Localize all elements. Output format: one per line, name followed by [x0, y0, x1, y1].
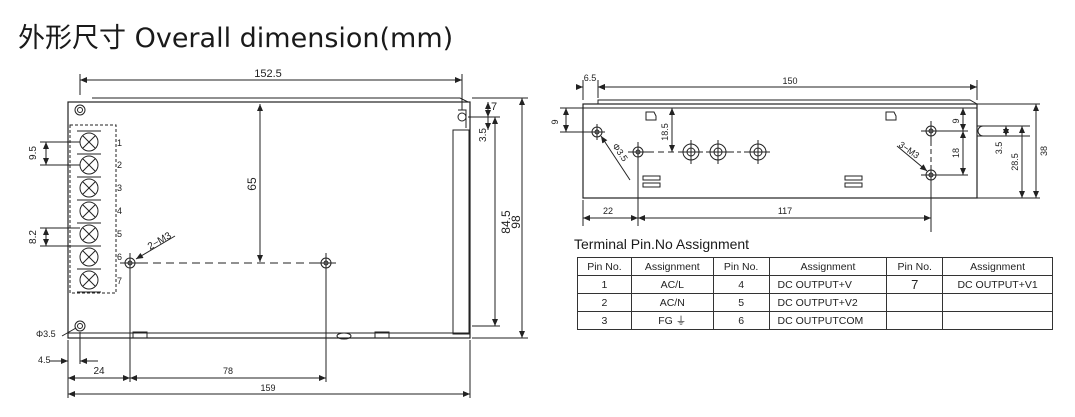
mount-hole-top-left: [74, 104, 86, 116]
table-cell: DC OUTPUT+V2: [768, 293, 888, 312]
terminal-number: 7: [117, 276, 122, 286]
dim-9-right: 9: [951, 118, 961, 123]
terminal-block: [77, 130, 101, 293]
terminal-number: 5: [117, 229, 122, 239]
dim-18-5: 18.5: [660, 123, 670, 141]
mount-hole-bottom-left: [74, 320, 86, 332]
table-cell: FG ⏚: [630, 311, 714, 330]
dim-78: 78: [223, 366, 233, 376]
front-view: [40, 74, 528, 398]
dim-152-5: 152.5: [254, 68, 282, 80]
dim-9-5: 9.5: [28, 146, 39, 160]
dim-7: 7: [491, 101, 497, 113]
header-cell: Pin No.: [886, 257, 944, 276]
header-cell: Pin No.: [712, 257, 770, 276]
side-view: [560, 80, 1040, 232]
dim-84-5: 84.5: [499, 210, 513, 234]
dim-159: 159: [260, 383, 275, 393]
dim-8-2: 8.2: [28, 230, 39, 244]
terminal-number: 2: [117, 160, 122, 170]
table-cell: [886, 293, 944, 312]
dim-117: 117: [778, 206, 792, 216]
table-cell: 6: [712, 311, 770, 330]
terminal-number: 6: [117, 252, 122, 262]
dim-3-5-right: 3.5: [478, 128, 489, 142]
header-cell: Assignment: [942, 257, 1053, 276]
table-row: 3 FG ⏚ 6 DC OUTPUTCOM: [577, 311, 1053, 330]
pin-assignment-table: Pin No. Assignment Pin No. Assignment Pi…: [577, 257, 1053, 330]
dim-18: 18: [951, 148, 961, 158]
header-cell: Pin No.: [577, 257, 632, 276]
table-cell: AC/N: [630, 293, 714, 312]
table-cell: 7: [886, 275, 944, 294]
dim-38: 38: [1039, 146, 1049, 156]
note-2-m3: 2−M3: [146, 230, 174, 252]
table-row: 1 AC/L 4 DC OUTPUT+V 7 DC OUTPUT+V1: [577, 275, 1053, 294]
front-outline: [67, 101, 471, 339]
front-view-labels: 152.5 65 84.5 98 7 3.5 9.5 8.2 2−M3 Φ3.5…: [28, 68, 523, 393]
dim-24: 24: [93, 366, 105, 377]
header-cell: Assignment: [630, 257, 714, 276]
table-cell: 3: [577, 311, 632, 330]
terminal-number: 3: [117, 183, 122, 193]
table-cell: DC OUTPUT+V1: [942, 275, 1053, 294]
note-3-m3: 3−M3: [897, 139, 921, 160]
dim-9-left: 9: [550, 119, 560, 124]
table-cell: 2: [577, 293, 632, 312]
note-phi-3-5: Φ3.5: [36, 329, 56, 339]
terminal-number: 1: [117, 138, 122, 148]
dim-3-5-side: 3.5: [994, 142, 1004, 155]
table-row: 2 AC/N 5 DC OUTPUT+V2: [577, 293, 1053, 312]
dim-150: 150: [782, 76, 797, 86]
table-cell: 1: [577, 275, 632, 294]
table-cell: [886, 311, 944, 330]
dim-28-5: 28.5: [1010, 153, 1020, 171]
header-cell: Assignment: [768, 257, 888, 276]
table-cell: [942, 293, 1053, 312]
table-cell: DC OUTPUTCOM: [768, 311, 888, 330]
table-cell: 4: [712, 275, 770, 294]
pin-table-title: Terminal Pin.No Assignment: [574, 236, 750, 252]
side-outline: [582, 103, 978, 199]
dim-22: 22: [603, 206, 613, 216]
table-header-row: Pin No. Assignment Pin No. Assignment Pi…: [577, 257, 1053, 276]
table-cell: DC OUTPUT+V: [768, 275, 888, 294]
dim-65: 65: [245, 177, 259, 191]
page-title: 外形尺寸 Overall dimension(mm): [18, 23, 454, 54]
note-side-phi-3-5: Φ3.5: [610, 141, 629, 163]
dim-98: 98: [509, 215, 523, 229]
terminal-number: 4: [117, 206, 122, 216]
side-view-labels: 6.5 150 9 18.5 Φ3.5 3−M3 9 18 3.5 28.5 3…: [550, 73, 1049, 216]
dim-6-5: 6.5: [584, 73, 597, 83]
table-cell: [942, 311, 1053, 330]
table-cell: AC/L: [630, 275, 714, 294]
table-cell: 5: [712, 293, 770, 312]
dim-4-5: 4.5: [38, 355, 51, 365]
